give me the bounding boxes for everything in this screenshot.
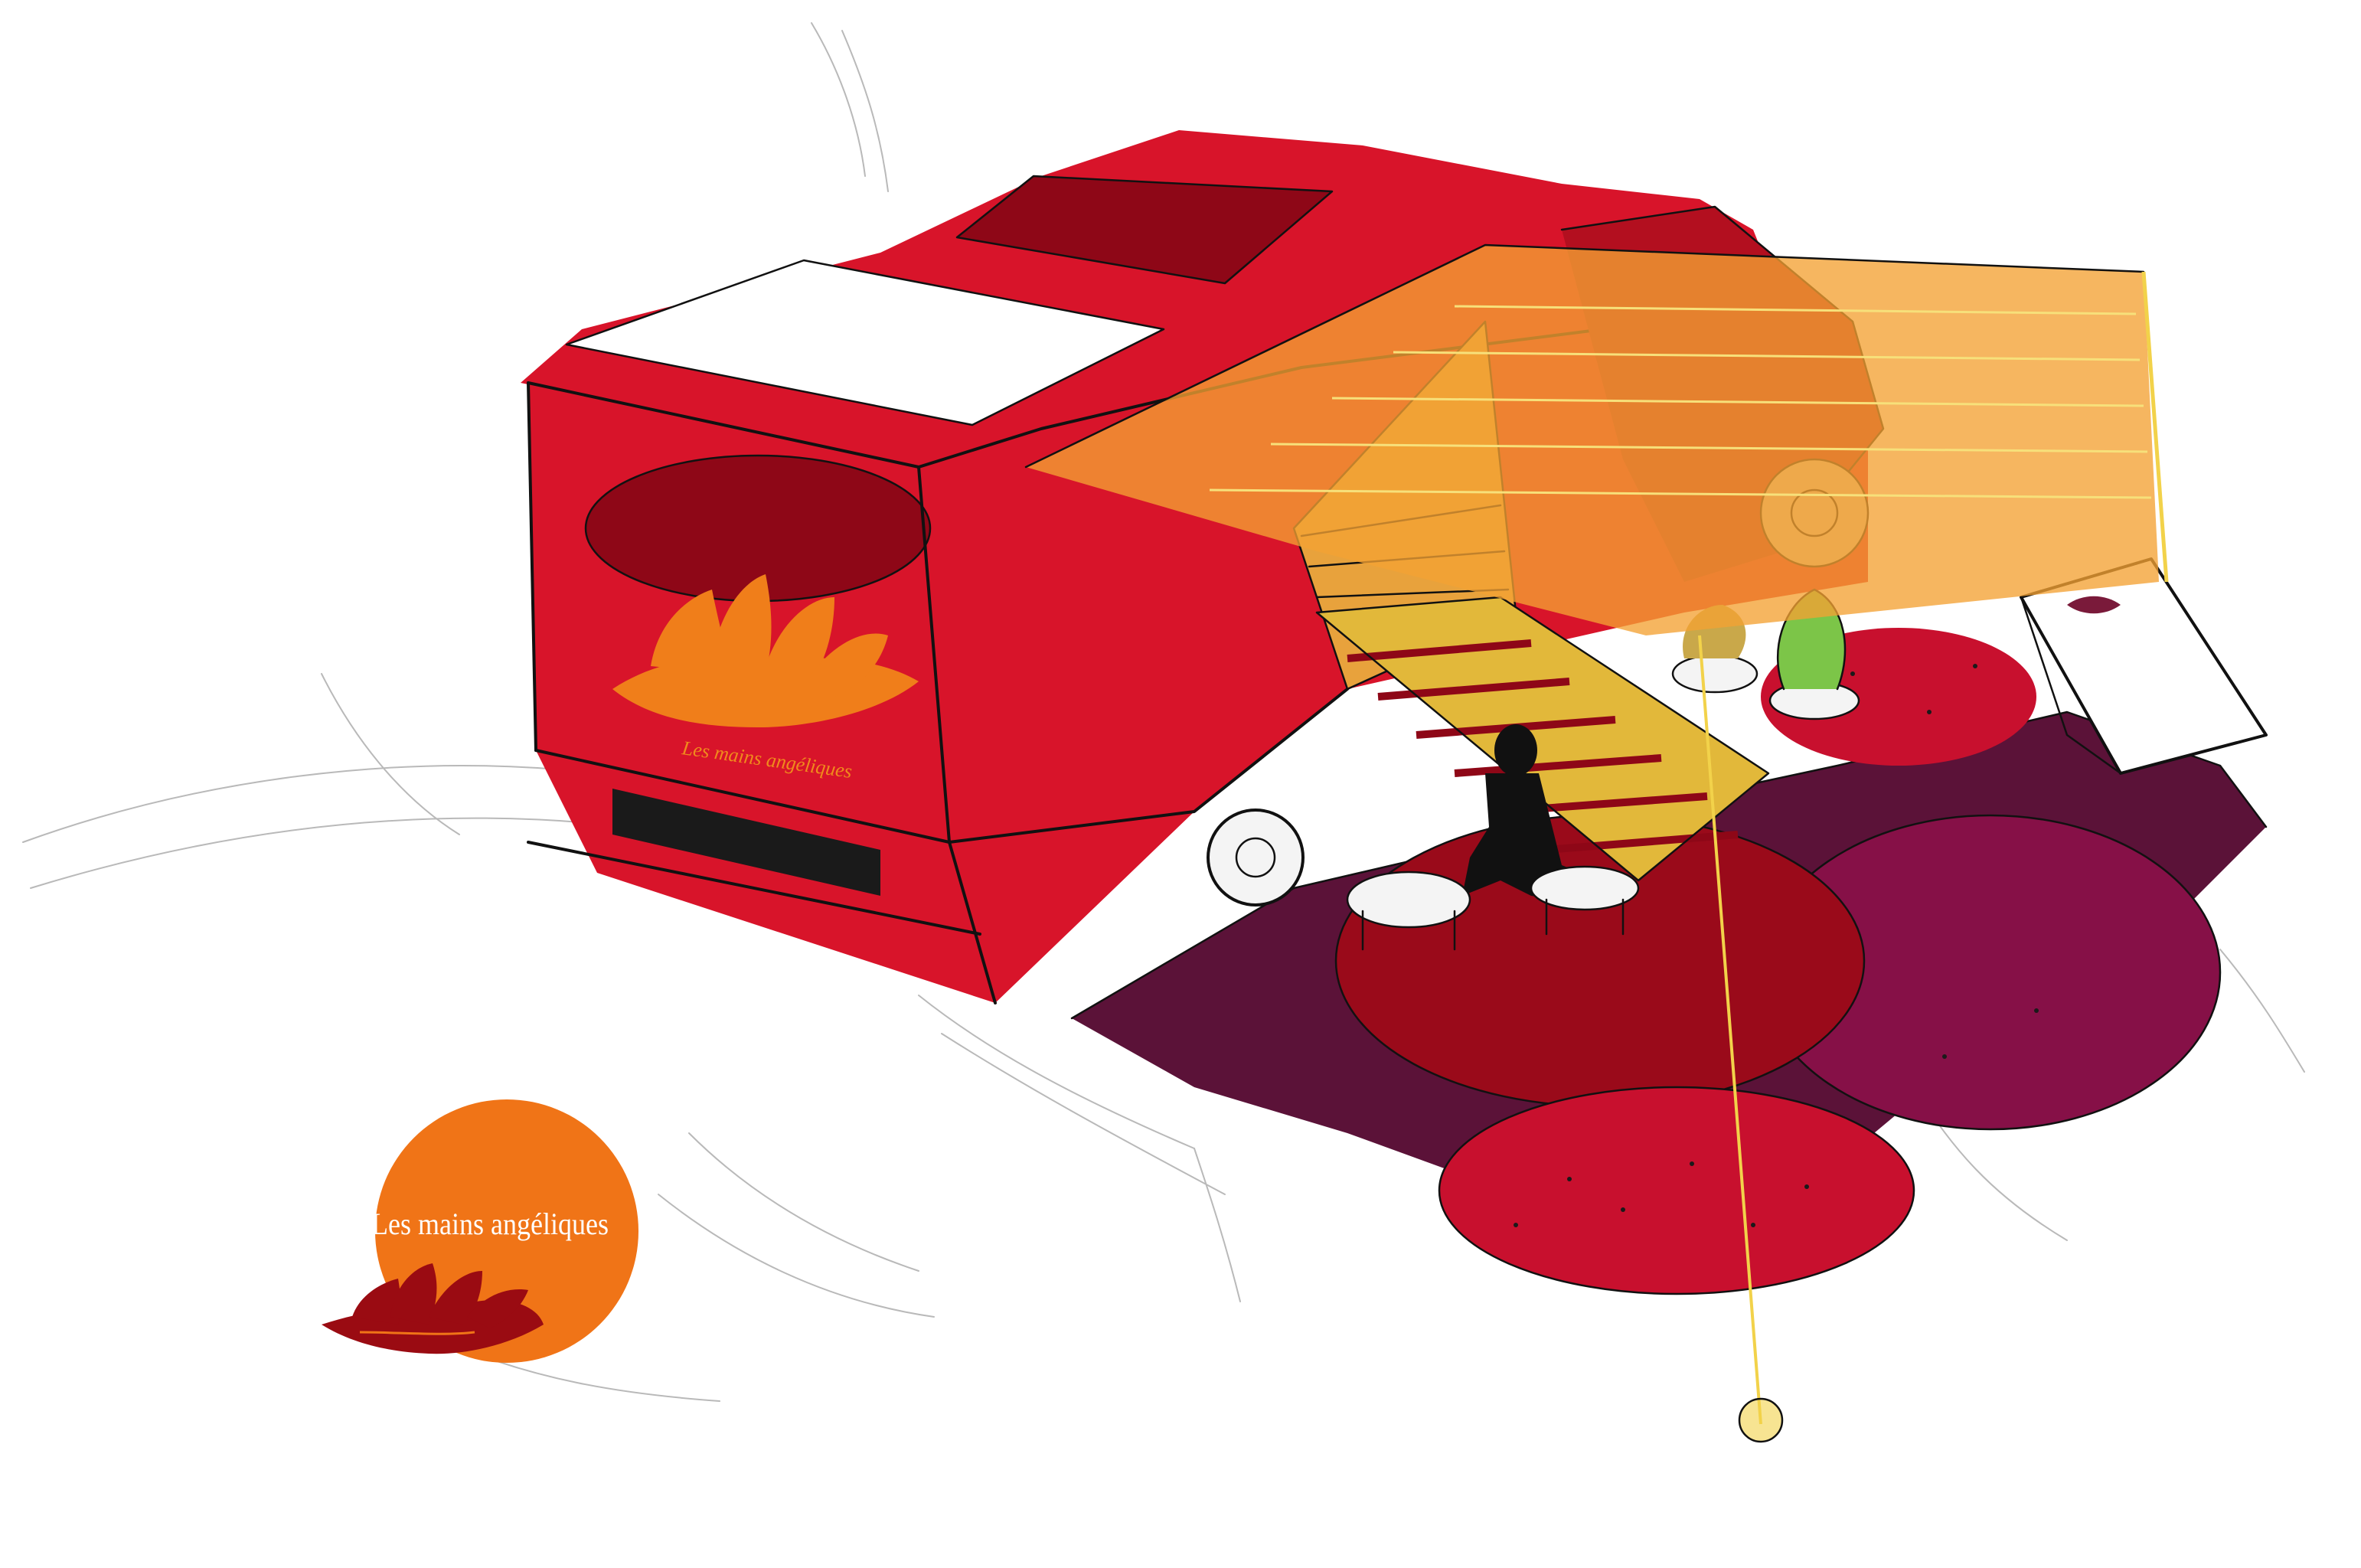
brand-logo-text: Les mains angéliques — [371, 1207, 609, 1241]
awning-guy-line — [1698, 635, 1784, 1443]
awning-pole-right — [2141, 271, 2169, 583]
small-table — [1346, 871, 1471, 951]
awning — [1024, 243, 2159, 635]
stool — [1530, 865, 1640, 936]
rug-crimson-front — [1438, 1086, 1915, 1295]
lotus-icon — [322, 1263, 544, 1354]
rug-dark-red-center — [1334, 814, 1866, 1108]
brand-logo: Les mains angéliques — [322, 1099, 638, 1363]
rug-speckles — [1514, 664, 2039, 1227]
